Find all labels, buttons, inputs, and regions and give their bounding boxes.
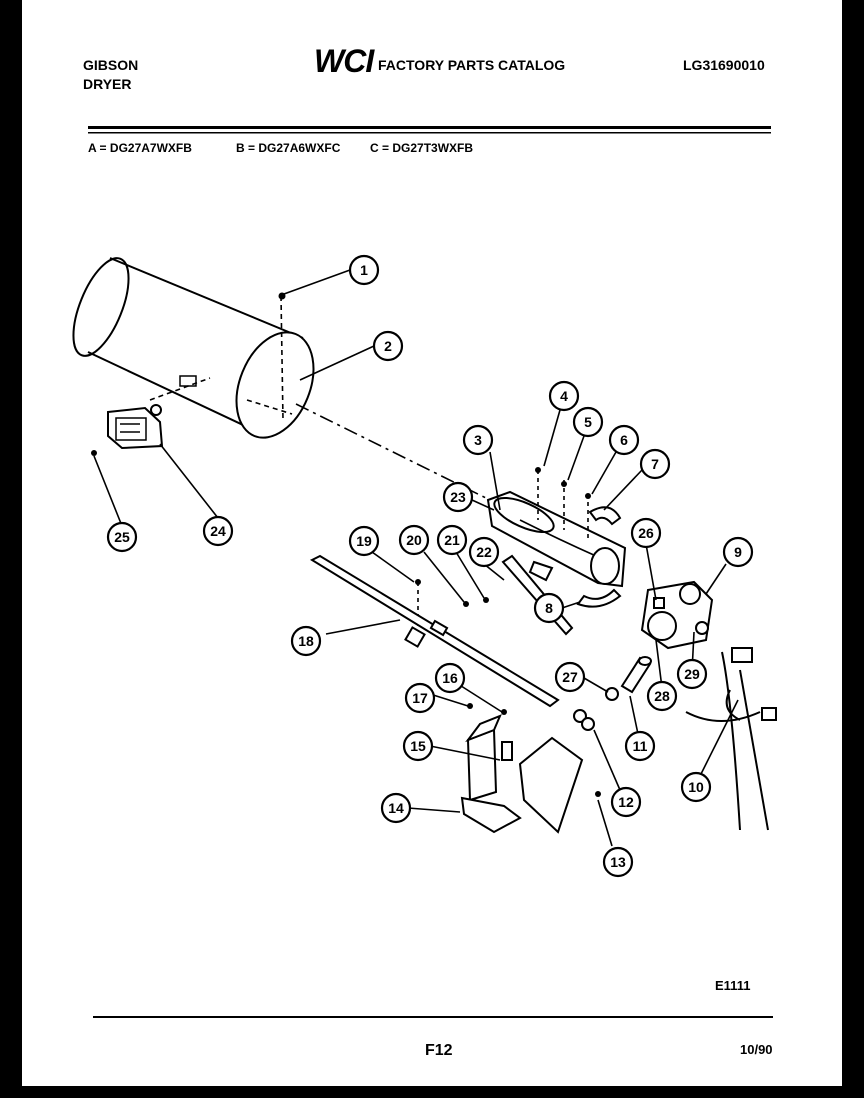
issue-date: 10/90	[740, 1042, 773, 1057]
callout-14-label: 14	[388, 800, 404, 816]
wci-logo: WCI	[314, 43, 374, 79]
burner-bracket-18	[309, 554, 560, 708]
callout-23[interactable]: 23	[442, 481, 474, 513]
product-type: DRYER	[83, 76, 132, 92]
callout-1[interactable]: 1	[348, 254, 380, 286]
figure-code: E1111	[715, 978, 751, 993]
callout-11-label: 11	[633, 738, 648, 754]
callout-3[interactable]: 3	[462, 424, 494, 456]
callout-26-label: 26	[638, 525, 654, 541]
header-rule-thick	[88, 126, 771, 129]
callout-29[interactable]: 29	[676, 658, 708, 690]
callout-21-label: 21	[444, 532, 460, 548]
header-rule-thin	[88, 132, 771, 134]
catalog-title: FACTORY PARTS CATALOG	[378, 57, 566, 73]
callout-28-label: 28	[654, 688, 670, 704]
callout-6-label: 6	[620, 432, 628, 448]
mounting-brackets	[460, 703, 584, 834]
callout-10[interactable]: 10	[680, 771, 712, 803]
callout-20[interactable]: 20	[398, 524, 430, 556]
callout-24-label: 24	[210, 523, 226, 539]
callout-15[interactable]: 15	[402, 730, 434, 762]
callout-11[interactable]: 11	[624, 730, 656, 762]
callout-19[interactable]: 19	[348, 525, 380, 557]
centerline	[295, 403, 491, 501]
model-b: B = DG27A6WXFC	[236, 141, 341, 155]
callout-9[interactable]: 9	[722, 536, 754, 568]
callout-12[interactable]: 12	[610, 786, 642, 818]
screw-25	[91, 450, 97, 456]
callout-18-label: 18	[298, 633, 314, 649]
burner-assembly	[486, 467, 627, 608]
callout-25[interactable]: 25	[106, 521, 138, 553]
callout-17[interactable]: 17	[404, 682, 436, 714]
callout-7-label: 7	[651, 456, 659, 472]
callout-24[interactable]: 24	[202, 515, 234, 547]
callout-21[interactable]: 21	[436, 524, 468, 556]
clip-12	[573, 709, 601, 797]
callout-22-label: 22	[476, 544, 492, 560]
gas-valve-9	[640, 580, 714, 650]
callout-2[interactable]: 2	[372, 330, 404, 362]
callout-2-label: 2	[384, 338, 392, 354]
callout-23-label: 23	[450, 489, 466, 505]
callout-29-label: 29	[684, 666, 700, 682]
flame-sensor-24	[107, 404, 164, 450]
callout-28[interactable]: 28	[646, 680, 678, 712]
pipe-11	[605, 656, 652, 701]
callout-7[interactable]: 7	[639, 448, 671, 480]
callout-10-label: 10	[688, 779, 704, 795]
callout-25-label: 25	[114, 529, 130, 545]
page-number: F12	[425, 1042, 453, 1059]
callout-4-label: 4	[560, 388, 568, 404]
callout-19-label: 19	[356, 533, 372, 549]
callout-16[interactable]: 16	[434, 662, 466, 694]
footer-rule	[93, 1016, 773, 1018]
burner-drum	[72, 257, 315, 439]
callout-4[interactable]: 4	[548, 380, 580, 412]
screw-1	[278, 292, 286, 300]
callout-8-label: 8	[545, 600, 553, 616]
callout-5-label: 5	[584, 414, 592, 430]
catalog-number: LG31690010	[683, 57, 765, 73]
callout-9-label: 9	[734, 544, 742, 560]
callout-6[interactable]: 6	[608, 424, 640, 456]
callout-3-label: 3	[474, 432, 482, 448]
callout-15-label: 15	[410, 738, 426, 754]
model-c: C = DG27T3WXFB	[370, 141, 474, 155]
wire-harness-10	[685, 647, 777, 831]
callout-18[interactable]: 18	[290, 625, 322, 657]
brand-name: GIBSON	[83, 57, 139, 73]
callout-27-label: 27	[562, 669, 578, 685]
callout-12-label: 12	[618, 794, 634, 810]
callout-1-label: 1	[360, 262, 368, 278]
model-a: A = DG27A7WXFB	[88, 141, 192, 155]
callout-22[interactable]: 22	[468, 536, 500, 568]
callout-8[interactable]: 8	[533, 592, 565, 624]
callout-17-label: 17	[412, 690, 428, 706]
callout-27[interactable]: 27	[554, 661, 586, 693]
callout-13[interactable]: 13	[602, 846, 634, 878]
callout-16-label: 16	[442, 670, 458, 686]
callout-20-label: 20	[406, 532, 422, 548]
callout-14[interactable]: 14	[380, 792, 412, 824]
callout-26[interactable]: 26	[630, 517, 662, 549]
catalog-sheet	[22, 0, 842, 1086]
callout-13-label: 13	[610, 854, 626, 870]
callout-5[interactable]: 5	[572, 406, 604, 438]
leader-lines	[93, 269, 739, 847]
